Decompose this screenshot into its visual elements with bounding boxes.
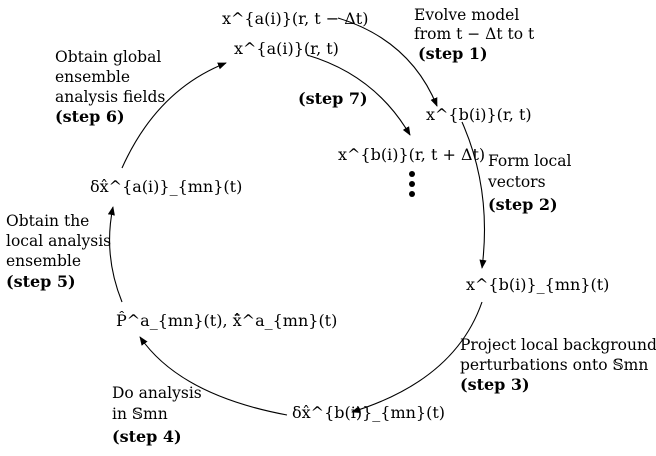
step5-label: (step 5) [6, 272, 76, 291]
step1-desc-line1: Evolve model [414, 6, 520, 24]
arrow-step1 [337, 17, 438, 107]
step3-desc-line1: Project local background [460, 336, 656, 354]
node-local-analysis-covariance-mean: P̂^a_{mn}(t), x̂̄^a_{mn}(t) [116, 311, 338, 330]
step5-desc-line1: Obtain the [6, 212, 90, 230]
step5-desc-line2: local analysis [6, 232, 112, 250]
step4-desc-line2: in 𝕊mn [112, 405, 168, 423]
node-background-current: x^{b(i)}(r, t) [426, 105, 532, 124]
step6-desc-line2: ensemble [55, 68, 131, 86]
step2-desc-line2: vectors [488, 173, 546, 191]
arrow-step6 [121, 62, 227, 169]
step7-label: (step 7) [298, 89, 368, 108]
step3-desc-line2: perturbations onto 𝕊mn [460, 356, 649, 374]
arrow-step2 [461, 121, 487, 269]
node-analysis-previous: x^{a(i)}(r, t − Δt) [222, 9, 369, 28]
step1-desc-line2: from t − Δt to t [414, 25, 535, 43]
node-local-background-perturbations: δx̂^{b(i)}_{mn}(t) [292, 403, 446, 422]
step5-desc-line3: ensemble [6, 252, 82, 270]
arrow-step4 [139, 336, 288, 416]
step1-label: (step 1) [418, 44, 488, 63]
step2-label: (step 2) [488, 195, 558, 214]
step2-desc-line1: Form local [488, 152, 572, 170]
step4-desc-line1: Do analysis [112, 384, 202, 402]
step6-desc-line1: Obtain global [55, 48, 162, 66]
node-local-analysis-perturbations: δx̂^{a(i)}_{mn}(t) [90, 177, 243, 196]
step4-label: (step 4) [112, 427, 182, 446]
step3-label: (step 3) [460, 375, 530, 394]
node-background-next: x^{b(i)}(r, t + Δt) [338, 145, 486, 164]
node-analysis-current: x^{a(i)}(r, t) [234, 39, 339, 58]
step6-label: (step 6) [55, 107, 125, 126]
arrow-step7 [306, 54, 411, 136]
step6-desc-line3: analysis fields [55, 88, 166, 106]
arrow-step3 [351, 301, 483, 414]
node-local-background: x^{b(i)}_{mn}(t) [466, 275, 610, 294]
arrow-step5 [107, 206, 123, 303]
continuation-dots [408, 171, 416, 199]
